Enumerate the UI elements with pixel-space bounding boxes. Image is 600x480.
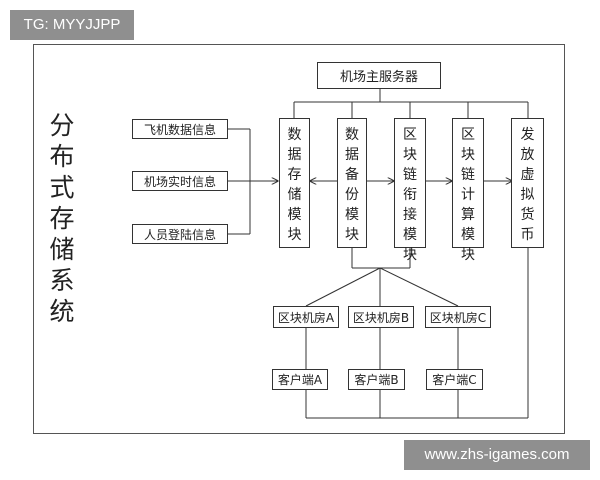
room-box-b: 区块机房B xyxy=(348,306,414,328)
module-blockchain-bridge: 区块链衔接模块 xyxy=(394,118,426,263)
module-virtual-currency: 发放虚拟货币 xyxy=(511,118,544,248)
main-server-box: 机场主服务器 xyxy=(317,62,441,89)
fan-to-c xyxy=(379,267,459,307)
module-storage: 数据存储模块 xyxy=(279,118,310,248)
top-left-tag: TG: MYYJJPP xyxy=(10,10,134,40)
input-box-flight-data: 飞机数据信息 xyxy=(132,119,228,139)
module-backup: 数据备份模块 xyxy=(337,118,367,248)
input-box-airport-realtime: 机场实时信息 xyxy=(132,171,228,191)
client-box-b: 客户端B xyxy=(348,369,405,390)
client-box-c: 客户端C xyxy=(426,369,483,390)
site-watermark: www.zhs-igames.com xyxy=(404,440,590,470)
room-box-c: 区块机房C xyxy=(425,306,491,328)
module-backup-label: 数据备份模块 xyxy=(345,127,359,243)
module-blockchain-bridge-label: 区块链衔接模块 xyxy=(403,127,417,263)
diagram-frame xyxy=(33,44,565,434)
module-virtual-currency-label: 发放虚拟货币 xyxy=(520,127,535,243)
client-box-a: 客户端A xyxy=(272,369,328,390)
input-box-personnel-login: 人员登陆信息 xyxy=(132,224,228,244)
module-storage-label: 数据存储模块 xyxy=(287,127,302,243)
fan-to-a xyxy=(305,267,381,307)
room-box-a: 区块机房A xyxy=(273,306,339,328)
module-blockchain-compute-label: 区块链计算模块 xyxy=(461,127,475,263)
system-title: 分布式存储系统 xyxy=(49,111,75,326)
module-blockchain-compute: 区块链计算模块 xyxy=(452,118,484,263)
